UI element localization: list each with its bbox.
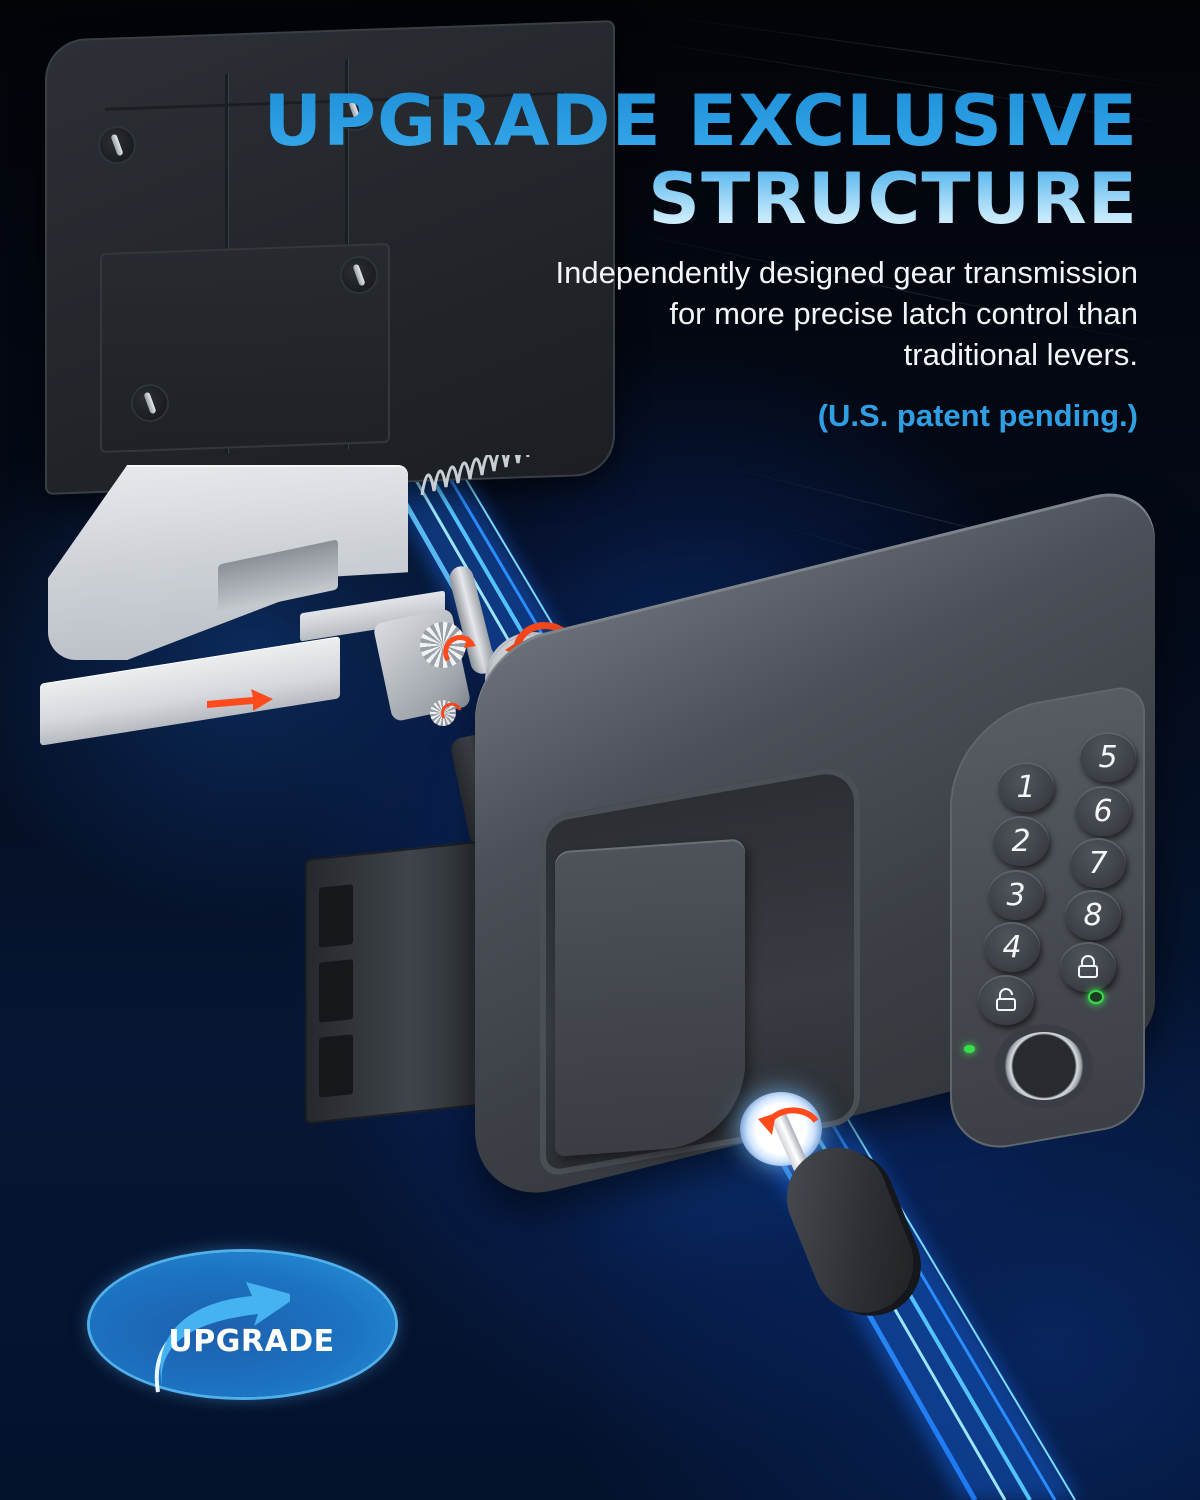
upgrade-badge: UPGRADE <box>90 1252 395 1397</box>
power-indicator-icon <box>1088 990 1104 1004</box>
screw-icon <box>338 95 372 129</box>
keypad-key-2[interactable]: 2 <box>993 816 1049 866</box>
fingerprint-sensor-icon[interactable] <box>1003 1032 1085 1100</box>
description: Independently designed gear transmission… <box>418 252 1139 375</box>
rotate-arrow-icon <box>443 635 476 662</box>
keypad-key-4[interactable]: 4 <box>984 922 1040 972</box>
screw-icon <box>342 258 376 292</box>
description-line-2: for more precise latch control than <box>669 296 1138 331</box>
curved-arrow-icon <box>154 1282 290 1393</box>
patent-note: (U.S. patent pending.) <box>817 398 1138 433</box>
status-led <box>964 1045 975 1053</box>
screw-icon <box>133 386 167 420</box>
headline-line-2: STRUCTURE <box>648 158 1138 240</box>
keypad-key-unlock[interactable] <box>978 975 1034 1025</box>
description-line-1: Independently designed gear transmission <box>555 255 1139 290</box>
headline-line-1: UPGRADE EXCLUSIVE <box>263 80 1138 162</box>
rotate-arrow-icon <box>758 1107 819 1135</box>
lock-icon <box>1078 955 1098 978</box>
gear-icon <box>420 622 466 668</box>
upgrade-badge-label: UPGRADE <box>168 1324 335 1359</box>
keypad-key-7[interactable]: 7 <box>1070 838 1126 888</box>
headline: UPGRADE EXCLUSIVE STRUCTURE <box>263 82 1138 238</box>
keypad-key-8[interactable]: 8 <box>1065 890 1121 940</box>
unlock-icon <box>996 988 1016 1011</box>
spring <box>420 455 530 496</box>
latch-side-box <box>305 840 480 1125</box>
slide-arrow-icon <box>207 689 273 711</box>
keypad-key-1[interactable]: 1 <box>998 762 1054 812</box>
keypad-key-lock[interactable] <box>1060 942 1116 992</box>
rotate-arrow-icon <box>441 702 462 719</box>
keypad-key-6[interactable]: 6 <box>1075 786 1131 836</box>
door-handle-paddle[interactable] <box>555 838 745 1157</box>
keypad-key-5[interactable]: 5 <box>1080 732 1136 782</box>
keypad-key-3[interactable]: 3 <box>988 870 1044 920</box>
description-line-3: traditional levers. <box>903 337 1138 372</box>
screw-icon <box>100 128 134 162</box>
